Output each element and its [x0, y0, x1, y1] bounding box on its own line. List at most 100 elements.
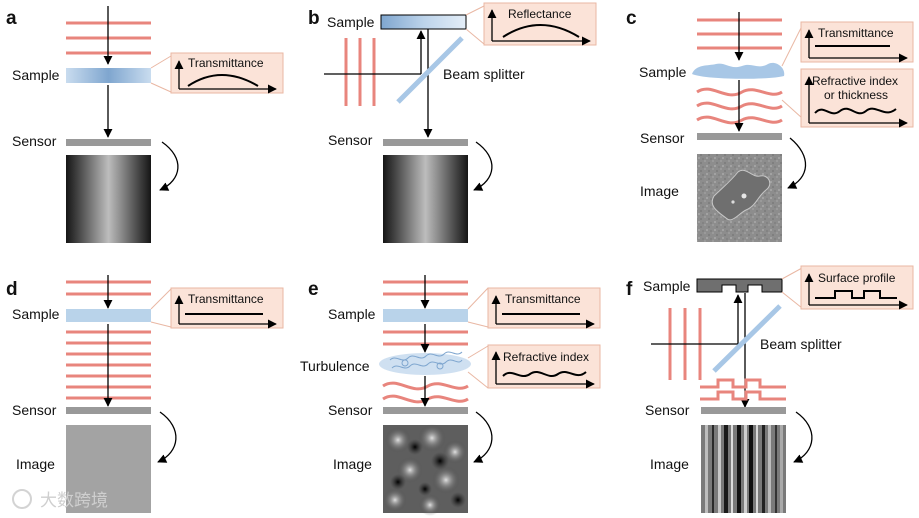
- inset-label-line1: Refractive index: [812, 74, 898, 88]
- image-readout-arrow: [157, 411, 177, 463]
- inset-connector: [465, 28, 485, 45]
- inset-label: Refractive index: [503, 350, 589, 364]
- transmittance-inset: Transmittance: [800, 21, 914, 63]
- sensor: [697, 133, 782, 140]
- inset-connector: [467, 321, 489, 328]
- image-label: Image: [650, 456, 689, 472]
- surface-profile-inset: Surface profile: [800, 265, 914, 310]
- transmittance-curve: [187, 74, 259, 87]
- inset-label: Transmittance: [818, 26, 894, 40]
- inset-connector: [150, 55, 172, 69]
- refractive-index-curve: [502, 371, 587, 377]
- cell-phase-image: [697, 154, 782, 242]
- sensor: [66, 139, 151, 146]
- sample-cell: [692, 62, 785, 79]
- sensor-image: [66, 155, 151, 243]
- sensor-image: [66, 425, 151, 513]
- turbulence-layer: [379, 351, 471, 375]
- image-readout-arrow: [787, 137, 807, 189]
- image-label: Image: [333, 456, 372, 472]
- refractive-index-inset: Refractive index or thickness: [800, 68, 914, 128]
- sensor: [701, 407, 786, 414]
- sample-label: Sample: [12, 306, 60, 322]
- inset-connector: [150, 288, 172, 310]
- sensor: [383, 407, 468, 414]
- panel-letter: a: [6, 8, 17, 29]
- inset-label: Transmittance: [188, 292, 264, 306]
- inset-label: Transmittance: [188, 56, 264, 70]
- sample-label: Sample: [327, 14, 375, 30]
- panel-a: a Sample Sensor Transmittance: [6, 6, 284, 243]
- inset-connector: [781, 25, 803, 67]
- speckle-image: [383, 424, 468, 516]
- watermark: 大数跨境: [12, 489, 108, 511]
- panel-e: e Sample Turbulence Sensor Image: [300, 275, 601, 516]
- inset-connector: [467, 345, 489, 359]
- image-readout-arrow: [473, 141, 493, 191]
- refractive-index-curve: [814, 107, 897, 115]
- panel-c: c Sample Sensor Image Transmittance: [626, 8, 914, 242]
- inset-connector: [465, 5, 485, 16]
- image-readout-arrow: [793, 411, 813, 463]
- sample: [66, 309, 151, 322]
- inset-connector: [467, 371, 489, 389]
- fringe-image: [701, 425, 786, 513]
- reflected-wavefronts: [383, 112, 468, 127]
- surface-profile-curve: [815, 290, 897, 299]
- sensor-label: Sensor: [12, 133, 57, 149]
- inset-connector: [150, 82, 172, 93]
- inset-connector: [467, 287, 489, 310]
- transmittance-inset: Transmittance: [170, 287, 284, 329]
- panel-letter: c: [626, 8, 637, 29]
- inset-label: Reflectance: [508, 7, 572, 21]
- inset-connector: [781, 291, 803, 309]
- stepped-wavefronts: [700, 378, 786, 401]
- beam-splitter: [712, 304, 782, 373]
- panel-letter: f: [626, 279, 633, 300]
- sample: [380, 14, 467, 30]
- image-readout-arrow: [473, 411, 493, 463]
- inset-label-line2: or thickness: [824, 88, 888, 102]
- inset-connector: [781, 267, 803, 280]
- image-label: Image: [16, 456, 55, 472]
- sample-label: Sample: [12, 67, 60, 83]
- beam-splitter-label: Beam splitter: [443, 66, 525, 82]
- sample-label: Sample: [643, 278, 691, 294]
- reflectance-inset: Reflectance: [483, 2, 597, 46]
- sample-label: Sample: [639, 64, 687, 80]
- sensor: [383, 139, 468, 146]
- sample-label: Sample: [328, 306, 376, 322]
- turbulence-label: Turbulence: [300, 358, 370, 374]
- transmittance-inset: Transmittance: [487, 287, 601, 329]
- panel-b: b Sample Beam splitter Sensor Reflectanc…: [308, 2, 597, 243]
- transmittance-inset: Transmittance: [170, 52, 284, 94]
- stepped-sample: [696, 278, 783, 293]
- beam-splitter-label: Beam splitter: [760, 336, 842, 352]
- sensor-label: Sensor: [328, 402, 373, 418]
- panel-letter: b: [308, 8, 320, 29]
- panel-d: d Sample Sensor Image Transmittance: [6, 275, 284, 513]
- sample: [383, 309, 468, 322]
- sensor-image: [383, 155, 468, 243]
- reflectance-curve: [502, 24, 580, 38]
- image-label: Image: [640, 183, 679, 199]
- watermark-text: 大数跨境: [40, 491, 108, 511]
- inset-label: Transmittance: [505, 292, 581, 306]
- sensor: [66, 407, 151, 414]
- panel-letter: e: [308, 279, 319, 300]
- incident-wavefronts: [344, 38, 376, 106]
- beam-splitter: [396, 36, 464, 104]
- watermark-logo-icon: [12, 489, 32, 509]
- inset-label: Surface profile: [818, 271, 896, 285]
- distorted-wavefronts: [696, 87, 783, 125]
- sensor-label: Sensor: [645, 402, 690, 418]
- refractive-index-inset: Refractive index: [487, 344, 601, 389]
- sensor-label: Sensor: [12, 402, 57, 418]
- panel-letter: d: [6, 279, 18, 300]
- sensor-label: Sensor: [328, 132, 373, 148]
- inset-connector: [150, 321, 172, 328]
- inset-connector: [781, 99, 803, 119]
- image-readout-arrow: [159, 141, 179, 191]
- sample: [66, 68, 151, 83]
